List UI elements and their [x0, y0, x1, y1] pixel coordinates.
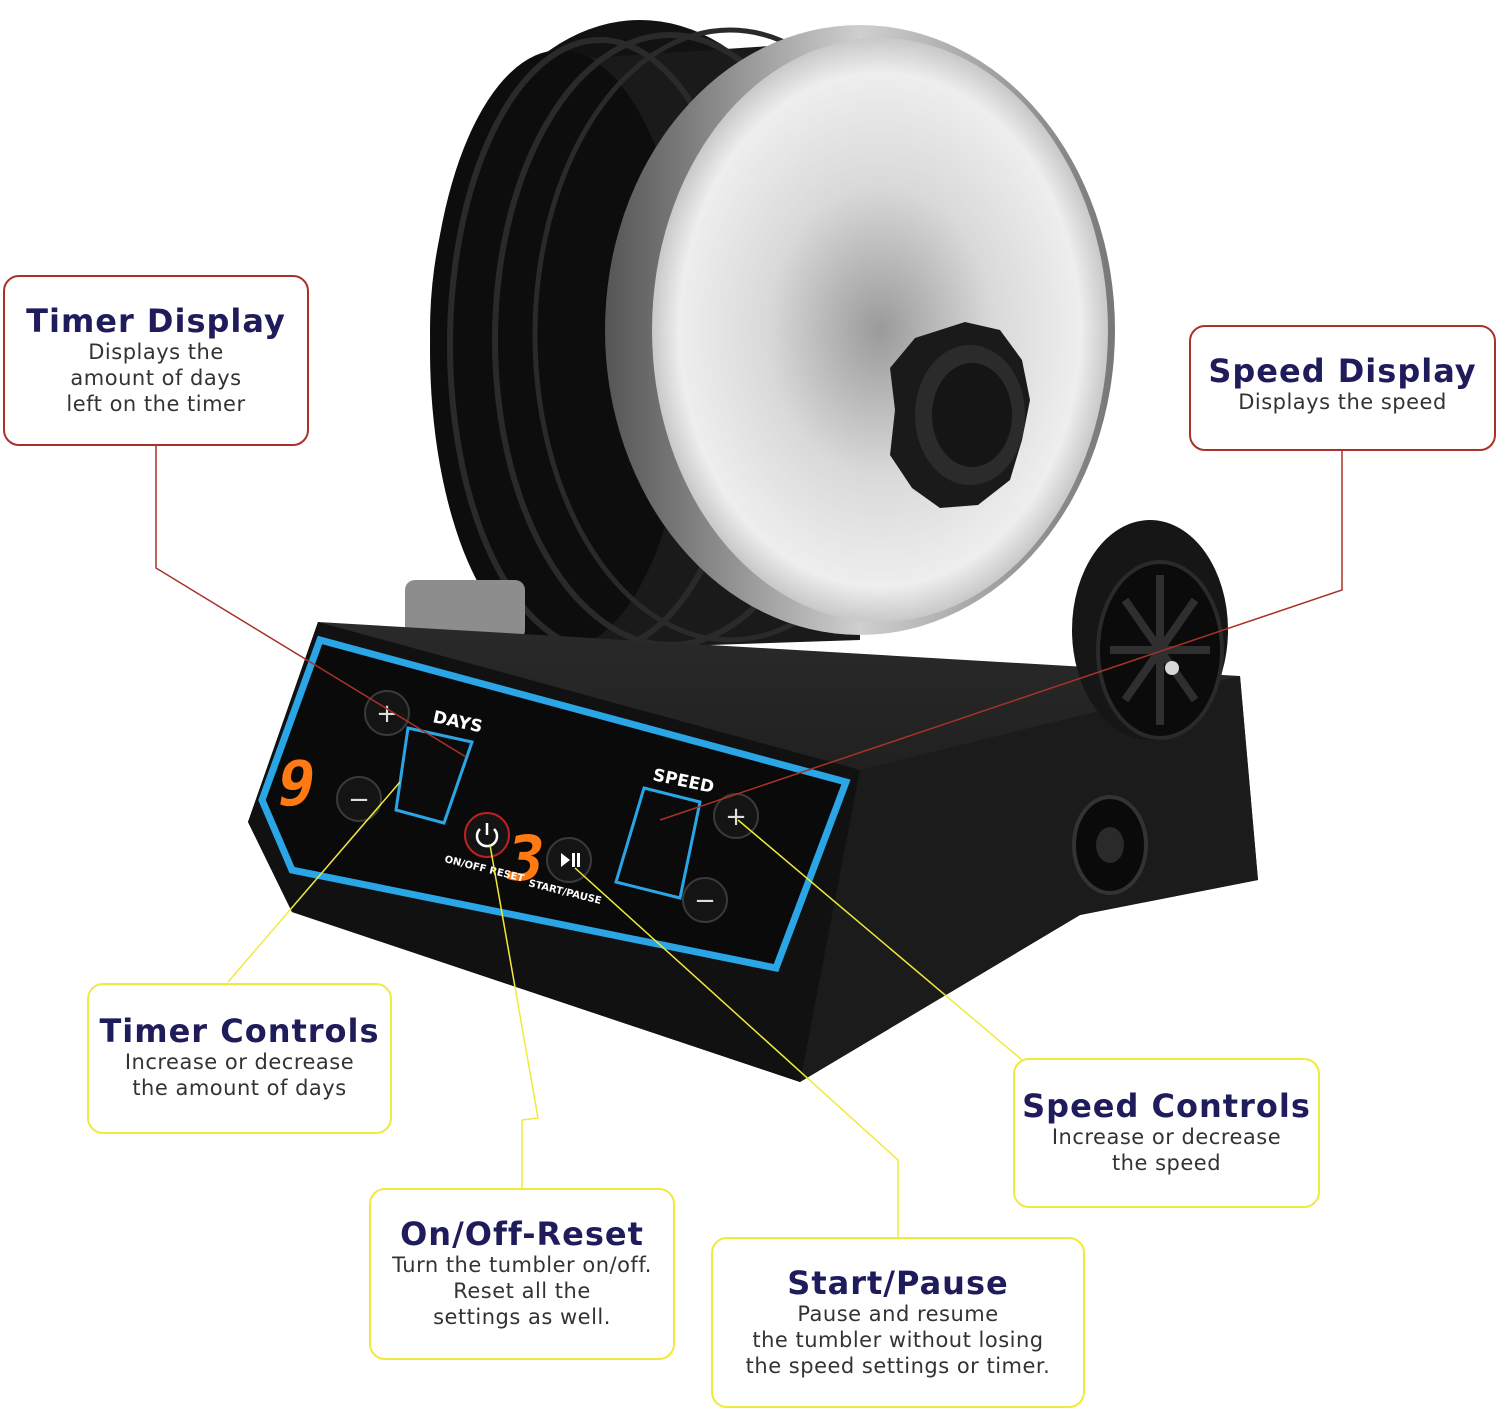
timer-controls-callout: Timer Controls Increase or decrease the …	[87, 983, 392, 1134]
on-off-reset-line-1: Turn the tumbler on/off.	[392, 1253, 652, 1277]
star-knob-icon[interactable]	[890, 322, 1030, 508]
speed-minus-symbol: −	[694, 886, 716, 916]
panel-border	[258, 635, 851, 973]
leader-lines	[155, 446, 1343, 1238]
speed-controls-title: Speed Controls	[1022, 1087, 1311, 1125]
speed-minus-button[interactable]: −	[682, 877, 728, 923]
start-pause-leader	[574, 867, 899, 1238]
start-pause-button[interactable]	[546, 837, 592, 883]
timer-minus-symbol: −	[348, 785, 370, 815]
on-off-reset-callout: On/Off-Reset Turn the tumbler on/off. Re…	[369, 1188, 675, 1360]
speed-controls-leader	[737, 819, 1023, 1061]
timer-plus-button[interactable]: +	[364, 690, 410, 736]
on-off-reset-button[interactable]	[464, 812, 510, 858]
timer-display-title: Timer Display	[26, 302, 286, 340]
speed-controls-line-2: the speed	[1111, 1151, 1222, 1175]
speed-display-callout: Speed Display Displays the speed	[1189, 325, 1496, 451]
on-off-reset-title: On/Off-Reset	[400, 1215, 644, 1253]
start-pause-callout: Start/Pause Pause and resume the tumbler…	[711, 1237, 1085, 1408]
timer-display-line-1: Displays the	[88, 340, 224, 364]
timer-plus-symbol: +	[376, 699, 398, 729]
on-off-reset-leader	[489, 844, 539, 1188]
timer-controls-line-2: the amount of days	[132, 1076, 347, 1100]
timer-controls-line-1: Increase or decrease	[124, 1050, 355, 1074]
start-pause-line-1: Pause and resume	[797, 1302, 999, 1326]
steel-lid	[652, 38, 1108, 622]
speed-display-leader	[659, 451, 1343, 821]
start-pause-line-2: the tumbler without losing	[752, 1328, 1044, 1352]
timer-display-line-3: left on the timer	[66, 392, 246, 416]
timer-controls-leader	[227, 781, 401, 983]
timer-display-leader	[155, 446, 467, 758]
timer-controls-title: Timer Controls	[99, 1012, 380, 1050]
start-pause-line-3: the speed settings or timer.	[745, 1354, 1051, 1378]
barrel	[430, 20, 1115, 653]
play-pause-icon	[561, 853, 580, 867]
timer-display-callout: Timer Display Displays the amount of day…	[3, 275, 309, 446]
speed-controls-callout: Speed Controls Increase or decrease the …	[1013, 1058, 1320, 1208]
power-icon	[475, 823, 499, 848]
speed-plus-symbol: +	[725, 802, 747, 832]
timer-display-line-2: amount of days	[70, 366, 242, 390]
pulley-wheel-icon	[1072, 520, 1228, 895]
speed-display-title: Speed Display	[1208, 352, 1477, 390]
on-off-reset-line-2: Reset all the	[453, 1279, 591, 1303]
speed-controls-line-1: Increase or decrease	[1051, 1125, 1282, 1149]
on-off-reset-line-3: settings as well.	[433, 1305, 611, 1329]
timer-minus-button[interactable]: −	[336, 776, 382, 822]
speed-display-line-1: Displays the speed	[1238, 390, 1447, 414]
start-pause-title: Start/Pause	[787, 1264, 1009, 1302]
